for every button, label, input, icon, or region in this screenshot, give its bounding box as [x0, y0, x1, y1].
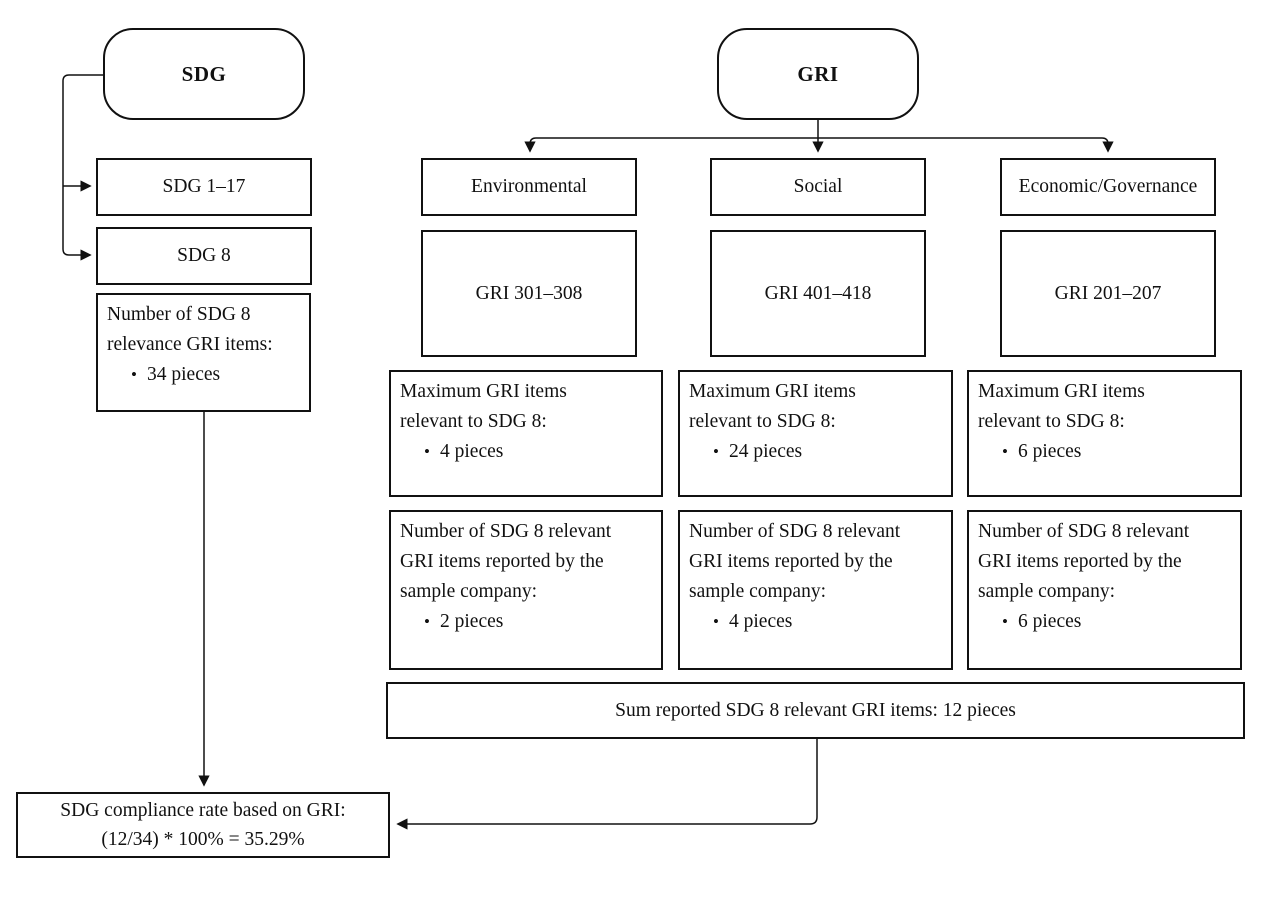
- range-economic-label: GRI 201–207: [1054, 282, 1162, 304]
- reported-social-node: Number of SDG 8 relevant GRI items repor…: [678, 510, 953, 670]
- max-environmental-node: Maximum GRI items relevant to SDG 8: 4 p…: [389, 370, 663, 497]
- sdg-focus-node: SDG 8: [96, 227, 312, 285]
- sum-label: Sum reported SDG 8 relevant GRI items: 1…: [615, 699, 1016, 721]
- category-environmental-node: Environmental: [421, 158, 637, 216]
- sdg-relevance-bullet: 34 pieces: [107, 360, 301, 390]
- reported-economic-text: Number of SDG 8 relevant GRI items repor…: [978, 521, 1190, 602]
- result-node: SDG compliance rate based on GRI: (12/34…: [16, 792, 390, 858]
- reported-social-text: Number of SDG 8 relevant GRI items repor…: [689, 521, 901, 602]
- sdg-root-label: SDG: [181, 61, 227, 86]
- sdg-relevance-node: Number of SDG 8 relevance GRI items: 34 …: [96, 293, 311, 412]
- range-social-label: GRI 401–418: [764, 282, 872, 304]
- sdg-range-label: SDG 1–17: [162, 176, 246, 197]
- reported-environmental-bullet: 2 pieces: [400, 607, 653, 637]
- connector-sum-to-result: [396, 739, 818, 830]
- sdg-range-node: SDG 1–17: [96, 158, 312, 216]
- max-economic-text: Maximum GRI items relevant to SDG 8:: [978, 381, 1145, 432]
- result-line2: (12/34) * 100% = 35.29%: [101, 829, 305, 850]
- max-environmental-text: Maximum GRI items relevant to SDG 8:: [400, 381, 567, 432]
- result-line1: SDG compliance rate based on GRI:: [60, 800, 346, 821]
- max-economic-bullet: 6 pieces: [978, 437, 1232, 467]
- range-environmental-label: GRI 301–308: [475, 282, 583, 304]
- category-economic-node: Economic/Governance: [1000, 158, 1216, 216]
- category-environmental-label: Environmental: [471, 176, 587, 197]
- sdg-focus-label: SDG 8: [177, 245, 231, 266]
- range-economic-node: GRI 201–207: [1000, 230, 1216, 357]
- reported-social-bullet: 4 pieces: [689, 607, 943, 637]
- sum-node: Sum reported SDG 8 relevant GRI items: 1…: [386, 682, 1245, 739]
- category-social-label: Social: [793, 176, 843, 197]
- reported-environmental-node: Number of SDG 8 relevant GRI items repor…: [389, 510, 663, 670]
- category-social-node: Social: [710, 158, 926, 216]
- sdg-relevance-text: Number of SDG 8 relevance GRI items:: [107, 304, 273, 355]
- max-social-bullet: 24 pieces: [689, 437, 943, 467]
- gri-root-label: GRI: [797, 61, 839, 86]
- reported-economic-node: Number of SDG 8 relevant GRI items repor…: [967, 510, 1242, 670]
- reported-economic-bullet: 6 pieces: [978, 607, 1232, 637]
- max-social-text: Maximum GRI items relevant to SDG 8:: [689, 381, 856, 432]
- max-social-node: Maximum GRI items relevant to SDG 8: 24 …: [678, 370, 953, 497]
- max-environmental-bullet: 4 pieces: [400, 437, 653, 467]
- max-economic-node: Maximum GRI items relevant to SDG 8: 6 p…: [967, 370, 1242, 497]
- gri-root-node: GRI: [717, 28, 919, 120]
- reported-environmental-text: Number of SDG 8 relevant GRI items repor…: [400, 521, 612, 602]
- connector-gri-to-economic: [818, 137, 1114, 153]
- range-environmental-node: GRI 301–308: [421, 230, 637, 357]
- range-social-node: GRI 401–418: [710, 230, 926, 357]
- connector-gri-to-environmental: [524, 137, 818, 153]
- sdg-root-node: SDG: [103, 28, 305, 120]
- category-economic-label: Economic/Governance: [1018, 176, 1198, 197]
